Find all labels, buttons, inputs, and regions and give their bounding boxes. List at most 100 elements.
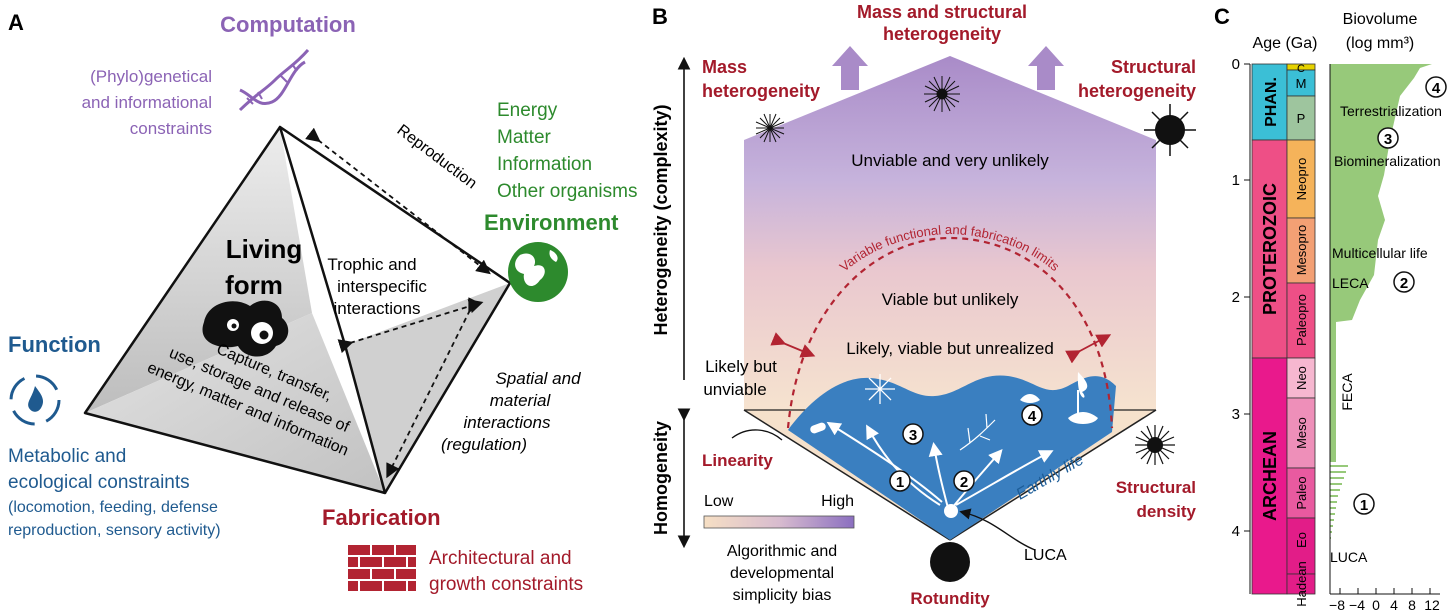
svg-text:2: 2 xyxy=(1232,289,1240,306)
marker-3: 3 xyxy=(1377,127,1399,149)
linearity-label: Linearity xyxy=(702,451,773,470)
morphospace-background xyxy=(744,56,1156,410)
star-cell-icon xyxy=(865,374,895,404)
era-label-paleopro: Paleopro xyxy=(1294,294,1309,346)
panel-b: B xyxy=(651,2,1197,608)
svg-text:4: 4 xyxy=(1390,597,1398,611)
mass-het-line-1: Mass xyxy=(702,57,747,77)
spiky-mass-icon xyxy=(924,76,960,112)
blob-organism-icon xyxy=(202,300,289,357)
eon-proterozoic xyxy=(1251,139,1288,359)
function-detail-1: (locomotion, feeding, defense xyxy=(8,499,218,516)
right-limit-arrow xyxy=(1065,334,1112,364)
svg-text:2: 2 xyxy=(1400,275,1408,292)
computation-line-2: and informational xyxy=(82,93,212,112)
panel-a: A Living form Reproduction Trophic and i… xyxy=(8,10,637,595)
age-axis-title: Age (Ga) xyxy=(1253,35,1318,52)
eon-archean xyxy=(1251,357,1288,595)
svg-text:3: 3 xyxy=(909,427,917,444)
reproduction-label: Reproduction xyxy=(394,122,480,193)
svg-text:1: 1 xyxy=(1232,172,1240,189)
era-label-p: P xyxy=(1297,111,1306,126)
function-line-2: ecological constraints xyxy=(8,472,190,493)
biovolume-x-ticks: −8 −4 0 4 8 12 xyxy=(1329,588,1440,611)
marker-1: 1 xyxy=(1353,493,1375,515)
event-multicellular: Multicellular life xyxy=(1332,245,1428,261)
left-limit-arrow xyxy=(770,332,816,358)
svg-text:−4: −4 xyxy=(1349,597,1365,611)
dense-spiky-icon xyxy=(1135,425,1175,465)
computation-line-3: constraints xyxy=(130,119,212,138)
svg-text:4: 4 xyxy=(1232,523,1240,540)
event-biomineralization: Biomineralization xyxy=(1334,153,1441,169)
panel-c: C Age (Ga) Biovolume (log mm³) 0 1 2 3 4… xyxy=(1214,4,1447,611)
fabrication-title: Fabrication xyxy=(322,505,441,530)
struct-het-line-2: heterogeneity xyxy=(1078,81,1196,101)
environment-line-3: Information xyxy=(497,154,592,175)
marker-2: 2 xyxy=(1393,271,1415,293)
trophic-arrow xyxy=(337,299,484,354)
svg-text:12: 12 xyxy=(1424,597,1440,611)
eras-column xyxy=(1286,63,1316,595)
legend-caption-1: Algorithmic and xyxy=(727,543,837,560)
eon-label-proterozoic: PROTEROZOIC xyxy=(1260,183,1280,315)
computation-title: Computation xyxy=(220,12,356,37)
spiky-ball-icon xyxy=(1144,104,1196,156)
likely-viable-label: Likely, viable but unrealized xyxy=(846,339,1054,358)
environment-line-1: Energy xyxy=(497,100,558,121)
environment-title: Environment xyxy=(484,210,619,235)
biovolume-title-1: Biovolume xyxy=(1343,11,1418,28)
dna-icon xyxy=(238,49,310,112)
y-axis-lower-label: Homogeneity xyxy=(651,421,671,535)
mass-het-line-2: heterogeneity xyxy=(702,81,820,101)
svg-text:1: 1 xyxy=(896,474,904,491)
legend-caption-3: simplicity bias xyxy=(733,587,832,604)
globe-icon xyxy=(508,242,568,302)
up-arrow-left xyxy=(832,46,868,90)
tree-organism-icons xyxy=(1020,372,1098,424)
era-label-m: M xyxy=(1296,76,1307,91)
rod-cell-icon xyxy=(810,422,826,434)
luca-label: LUCA xyxy=(1024,547,1067,564)
step-marker-3: 3 xyxy=(902,423,924,445)
up-arrow-right xyxy=(1028,46,1064,90)
age-axis: 0 1 2 3 4 xyxy=(1232,56,1251,594)
svg-text:4: 4 xyxy=(1432,80,1441,97)
biovolume-area xyxy=(1330,64,1432,462)
svg-text:1: 1 xyxy=(1360,497,1368,514)
spatial-line-1: Spatial and xyxy=(495,369,581,388)
era-label-mesopro: Mesopro xyxy=(1294,225,1309,276)
spatial-line-4: (regulation) xyxy=(441,435,527,454)
event-leca: LECA xyxy=(1332,275,1369,291)
branching-organism-icon xyxy=(959,413,996,451)
struct-het-line-1: Structural xyxy=(1111,57,1196,77)
unviable-label: Unviable and very unlikely xyxy=(851,151,1049,170)
metabolic-cycle-icon xyxy=(9,374,61,426)
era-label-c: C xyxy=(1297,63,1305,75)
trophic-line-3: interactions xyxy=(334,299,421,318)
viable-unlikely-label: Viable but unlikely xyxy=(882,290,1019,309)
spatial-line-3: interactions xyxy=(464,413,551,432)
luca-arrow xyxy=(959,508,1036,551)
svg-text:0: 0 xyxy=(1372,597,1380,611)
top-title-line-2: heterogeneity xyxy=(883,24,1001,44)
svg-text:4: 4 xyxy=(1028,408,1037,425)
era-label-neo: Neo xyxy=(1294,366,1309,390)
event-terrestrialization: Terrestrialization xyxy=(1340,103,1442,119)
eon-label-archean: ARCHEAN xyxy=(1260,431,1280,521)
computation-line-1: (Phylo)genetical xyxy=(90,67,212,86)
spatial-line-2: material xyxy=(490,391,552,410)
event-luca: LUCA xyxy=(1330,549,1368,565)
right-edge xyxy=(949,409,1157,541)
function-line-1: Metabolic and xyxy=(8,446,126,467)
linearity-curve xyxy=(731,429,783,441)
tetra-face-left xyxy=(85,127,312,413)
left-edge xyxy=(743,409,951,541)
eon-label-phan: PHAN. xyxy=(1263,77,1280,127)
panel-letter-c: C xyxy=(1214,4,1230,29)
bricks-icon xyxy=(348,545,416,591)
environment-line-2: Matter xyxy=(497,127,552,148)
era-label-eo: Eo xyxy=(1294,532,1309,548)
biovolume-title-2: (log mm³) xyxy=(1346,35,1414,52)
